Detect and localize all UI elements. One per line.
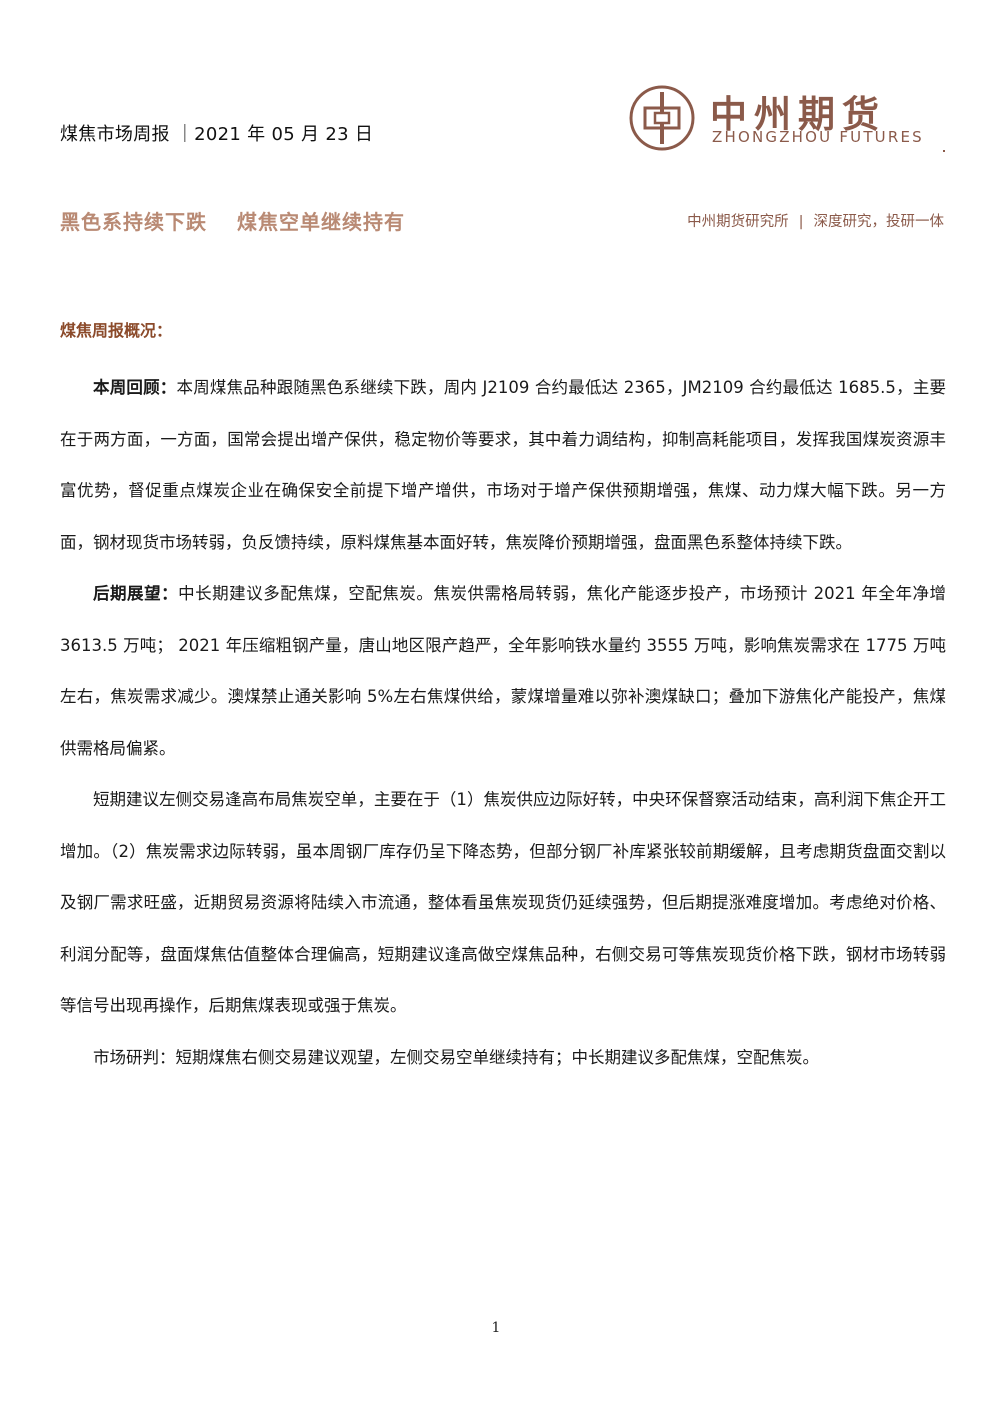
paragraph-judgement: 市场研判：短期煤焦右侧交易建议观望，左侧交易空单继续持有；中长期建议多配焦煤，空… bbox=[60, 1032, 946, 1084]
report-title: 煤焦市场周报 ｜2021 年 05 月 23 日 bbox=[60, 124, 374, 145]
headline-part2: 煤焦空单继续持有 bbox=[237, 210, 405, 234]
paragraph-lead: 后期展望： bbox=[93, 584, 179, 603]
page-number: 1 bbox=[491, 1320, 501, 1336]
headline: 黑色系持续下跌 煤焦空单继续持有 bbox=[60, 206, 405, 235]
zhongzhou-logo-icon bbox=[629, 85, 695, 151]
paragraph-outlook: 后期展望：中长期建议多配焦煤，空配焦炭。焦炭供需格局转弱，焦化产能逐步投产，市场… bbox=[60, 568, 946, 774]
company-logo: 中州期货 ZHONGZHOU FUTURES bbox=[628, 84, 948, 156]
logo-name-en: ZHONGZHOU FUTURES bbox=[712, 128, 924, 146]
logo-name-cn: 中州期货 bbox=[710, 93, 886, 136]
paragraph-text: 中长期建议多配焦煤，空配焦炭。焦炭供需格局转弱，焦化产能逐步投产，市场预计 20… bbox=[60, 584, 947, 758]
section-heading: 煤焦周报概况： bbox=[60, 321, 173, 340]
paragraph-text: 市场研判：短期煤焦右侧交易建议观望，左侧交易空单继续持有；中长期建议多配焦煤，空… bbox=[93, 1047, 819, 1067]
report-body: 本周回顾：本周煤焦品种跟随黑色系继续下跌，周内 J2109 合约最低达 2365… bbox=[60, 362, 946, 1083]
paragraph-review: 本周回顾：本周煤焦品种跟随黑色系继续下跌，周内 J2109 合约最低达 2365… bbox=[60, 362, 946, 568]
paragraph-text: 短期建议左侧交易逢高布局焦炭空单，主要在于（1）焦炭供应边际好转，中央环保督察活… bbox=[60, 790, 946, 1015]
paragraph-short-term: 短期建议左侧交易逢高布局焦炭空单，主要在于（1）焦炭供应边际好转，中央环保督察活… bbox=[60, 774, 946, 1032]
headline-part1: 黑色系持续下跌 bbox=[60, 210, 207, 234]
paragraph-text: 本周煤焦品种跟随黑色系继续下跌，周内 J2109 合约最低达 2365，JM21… bbox=[60, 378, 946, 552]
research-tag: 中州期货研究所 | 深度研究，投研一体 bbox=[687, 210, 944, 231]
research-institute: 中州期货研究所 bbox=[687, 214, 789, 230]
paragraph-lead: 本周回顾： bbox=[93, 378, 177, 397]
logo-dot bbox=[943, 150, 945, 152]
research-slogan: 深度研究，投研一体 bbox=[813, 214, 945, 230]
research-tag-separator: | bbox=[798, 214, 804, 230]
